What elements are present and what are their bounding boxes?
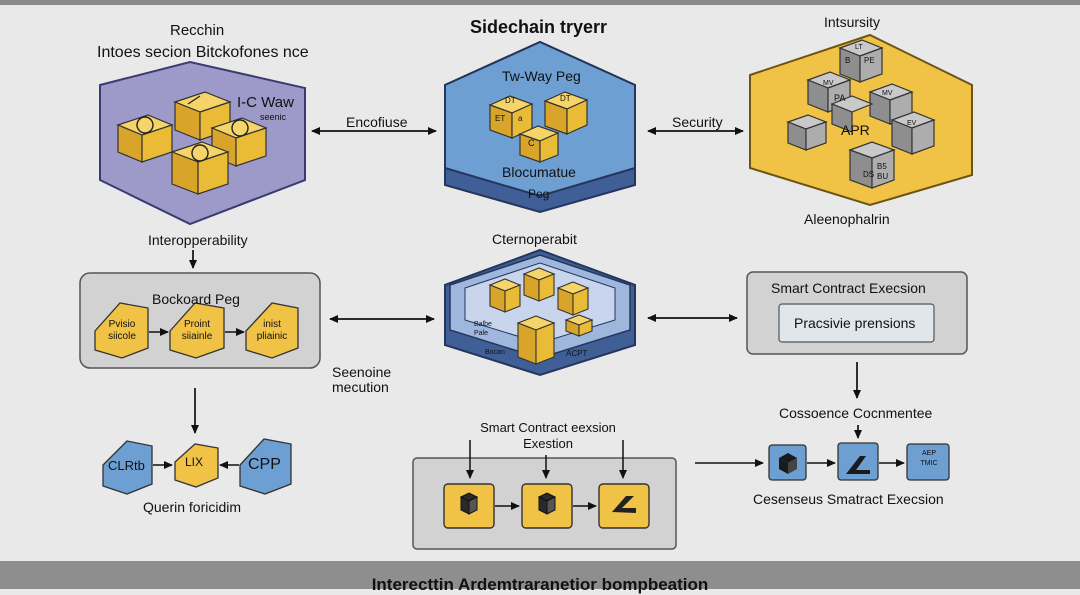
connectors <box>189 127 862 439</box>
arrow-label-center-below: Cternoperabit <box>492 231 577 247</box>
hex-label-3: inist pliainic <box>256 319 288 342</box>
hex-label-1: Pvisio siicole <box>108 319 136 342</box>
gray-cube-label-4: MV <box>823 80 834 87</box>
top-left-sublabel: seenic <box>260 112 287 122</box>
top-border <box>0 0 1080 5</box>
hex-label-2: Proint siiainle <box>181 319 213 342</box>
side-label: Seenoine mecution <box>332 364 392 395</box>
gray-cube-label-10: BU <box>877 172 889 181</box>
mid-left-title: Bockoard Peg <box>152 291 240 307</box>
coin-stack-4 <box>170 141 230 195</box>
mid-right-inner: Pracsivie prensions <box>794 315 916 331</box>
top-left-hex-block <box>99 60 306 226</box>
gray-cube-label-1: LT <box>855 44 863 51</box>
gray-cube-label-9: DS <box>863 170 875 179</box>
cube-label-5: C <box>528 138 535 148</box>
cube-label-1: DT <box>505 96 516 105</box>
cube-label-2: DT <box>560 94 571 103</box>
gold-cube-cluster <box>488 91 589 163</box>
top-right-footer: Aleenophalrin <box>804 211 890 227</box>
mid-center-label-3: ACPT <box>566 349 588 358</box>
bottom-left-cluster <box>102 438 292 495</box>
gray-cube-label-2: B <box>845 56 851 65</box>
bottom-left-node-3: CPP <box>248 456 281 473</box>
top-center-body: Blocumatue <box>502 164 576 180</box>
top-left-subheading: Intoes secion Bitckofones nce <box>97 44 309 61</box>
gray-cube-label-6: MV <box>882 90 893 97</box>
arrow-label-left-mid: Encofiuse <box>346 114 408 130</box>
arrow-label-left-below: Interopperability <box>148 232 248 248</box>
gray-cube-cluster <box>786 39 936 189</box>
gray-cube-label-3: PE <box>864 56 875 65</box>
cube-label-4: a <box>518 114 523 123</box>
top-left-heading: Recchin <box>170 22 225 39</box>
coin-stack-2 <box>116 114 174 163</box>
mid-right-panel <box>746 271 968 355</box>
diagram-title: Sidechain tryerr <box>470 17 608 37</box>
gray-cube-label-5: PA <box>834 93 846 103</box>
mid-right-below: Cossoence Cocnmentee <box>779 405 933 421</box>
bottom-right-label: AEP TMIC <box>920 450 938 467</box>
mid-left-panel <box>79 272 321 369</box>
top-right-heading: Intsursity <box>824 14 881 30</box>
footer-text: Interecttin Ardemtraranetior bompbeation <box>371 575 709 594</box>
bottom-left-caption: Querin foricidim <box>143 499 242 515</box>
mid-right-title: Smart Contract Execsion <box>771 280 926 296</box>
arrow-label-right-mid: Security <box>672 114 723 130</box>
top-left-label: I-C Waw <box>237 94 294 111</box>
cube-label-3: ET <box>495 114 506 123</box>
coin-stack-1 <box>173 91 232 141</box>
bottom-right-cluster <box>695 442 950 481</box>
bottom-center-panel <box>412 440 677 550</box>
top-center-hex-block <box>444 40 636 214</box>
blue-hex-shape <box>444 40 636 198</box>
mid-center-hex-block <box>444 248 636 377</box>
gray-cube-label-7: EV <box>907 120 917 127</box>
bottom-right-caption: Cesenseus Smatract Execsion <box>753 491 944 507</box>
top-center-footer: Peg <box>528 187 550 201</box>
gray-cube-label-8: B5 <box>877 162 887 171</box>
top-right-hex-block <box>749 33 973 207</box>
bottom-left-node-2: LIX <box>185 455 204 469</box>
mid-center-label-2: Bocan <box>485 349 505 356</box>
top-right-center-label: APR <box>841 122 870 138</box>
bottom-center-title: Smart Contract eexsion Exestion <box>480 420 616 451</box>
top-center-title: Tw-Way Peg <box>502 68 581 84</box>
mid-center-label-1: Balbe Pale <box>474 321 492 337</box>
bottom-left-node-1: CLRtb <box>108 458 145 473</box>
gold-hex-shape <box>749 33 973 207</box>
footer-bar: Interecttin Ardemtraranetior bompbeation <box>0 561 1080 594</box>
